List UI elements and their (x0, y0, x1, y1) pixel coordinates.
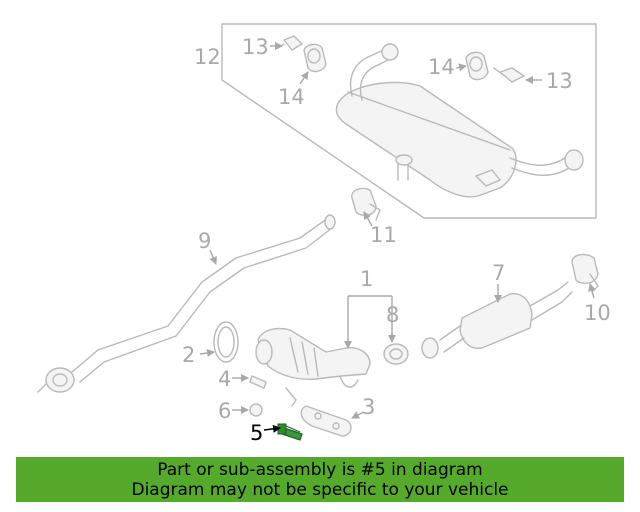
clamp-11 (351, 187, 381, 221)
bolt-5-highlighted (277, 423, 303, 441)
callout-11: 11 (370, 223, 397, 247)
nut-6 (249, 403, 263, 417)
catalytic-converter-7 (421, 281, 573, 359)
callout-14-right: 14 (428, 55, 455, 79)
callout-8: 8 (386, 303, 399, 327)
callout-1: 1 (360, 267, 373, 291)
rubber-isolator-left (303, 43, 327, 73)
callout-4: 4 (218, 367, 231, 391)
rubber-isolator-right (465, 51, 489, 81)
callout-10: 10 (584, 301, 611, 325)
banner-line-2: Diagram may not be specific to your vehi… (131, 479, 509, 500)
hanger-clip-left (277, 35, 303, 51)
callout-5-highlighted: 5 (250, 421, 263, 445)
callout-6: 6 (218, 399, 231, 423)
callout-14-left: 14 (278, 85, 305, 109)
muffler-assembly-panel (221, 23, 597, 219)
callout-9: 9 (198, 229, 211, 253)
callout-13-left: 13 (242, 35, 269, 59)
gasket-3 (300, 405, 352, 437)
part-info-banner: Part or sub-assembly is #5 in diagram Di… (16, 457, 624, 502)
front-pipe-9 (37, 214, 336, 393)
callout-7: 7 (492, 261, 505, 285)
gasket-2 (213, 321, 239, 363)
callout-2: 2 (182, 343, 195, 367)
stud-4 (249, 375, 267, 389)
callout-12: 12 (194, 45, 221, 69)
catalytic-converter-1 (255, 327, 371, 407)
banner-line-1: Part or sub-assembly is #5 in diagram (157, 459, 483, 480)
clamp-10 (571, 253, 599, 293)
callout-3: 3 (362, 395, 375, 419)
hanger-clip-right (493, 67, 525, 83)
leader-lines (199, 42, 596, 433)
gasket-8 (383, 343, 409, 365)
callout-13-right: 13 (546, 69, 573, 93)
exhaust-system-diagram: 12 13 14 14 13 11 9 7 1 10 8 2 4 6 3 5 (37, 23, 611, 445)
